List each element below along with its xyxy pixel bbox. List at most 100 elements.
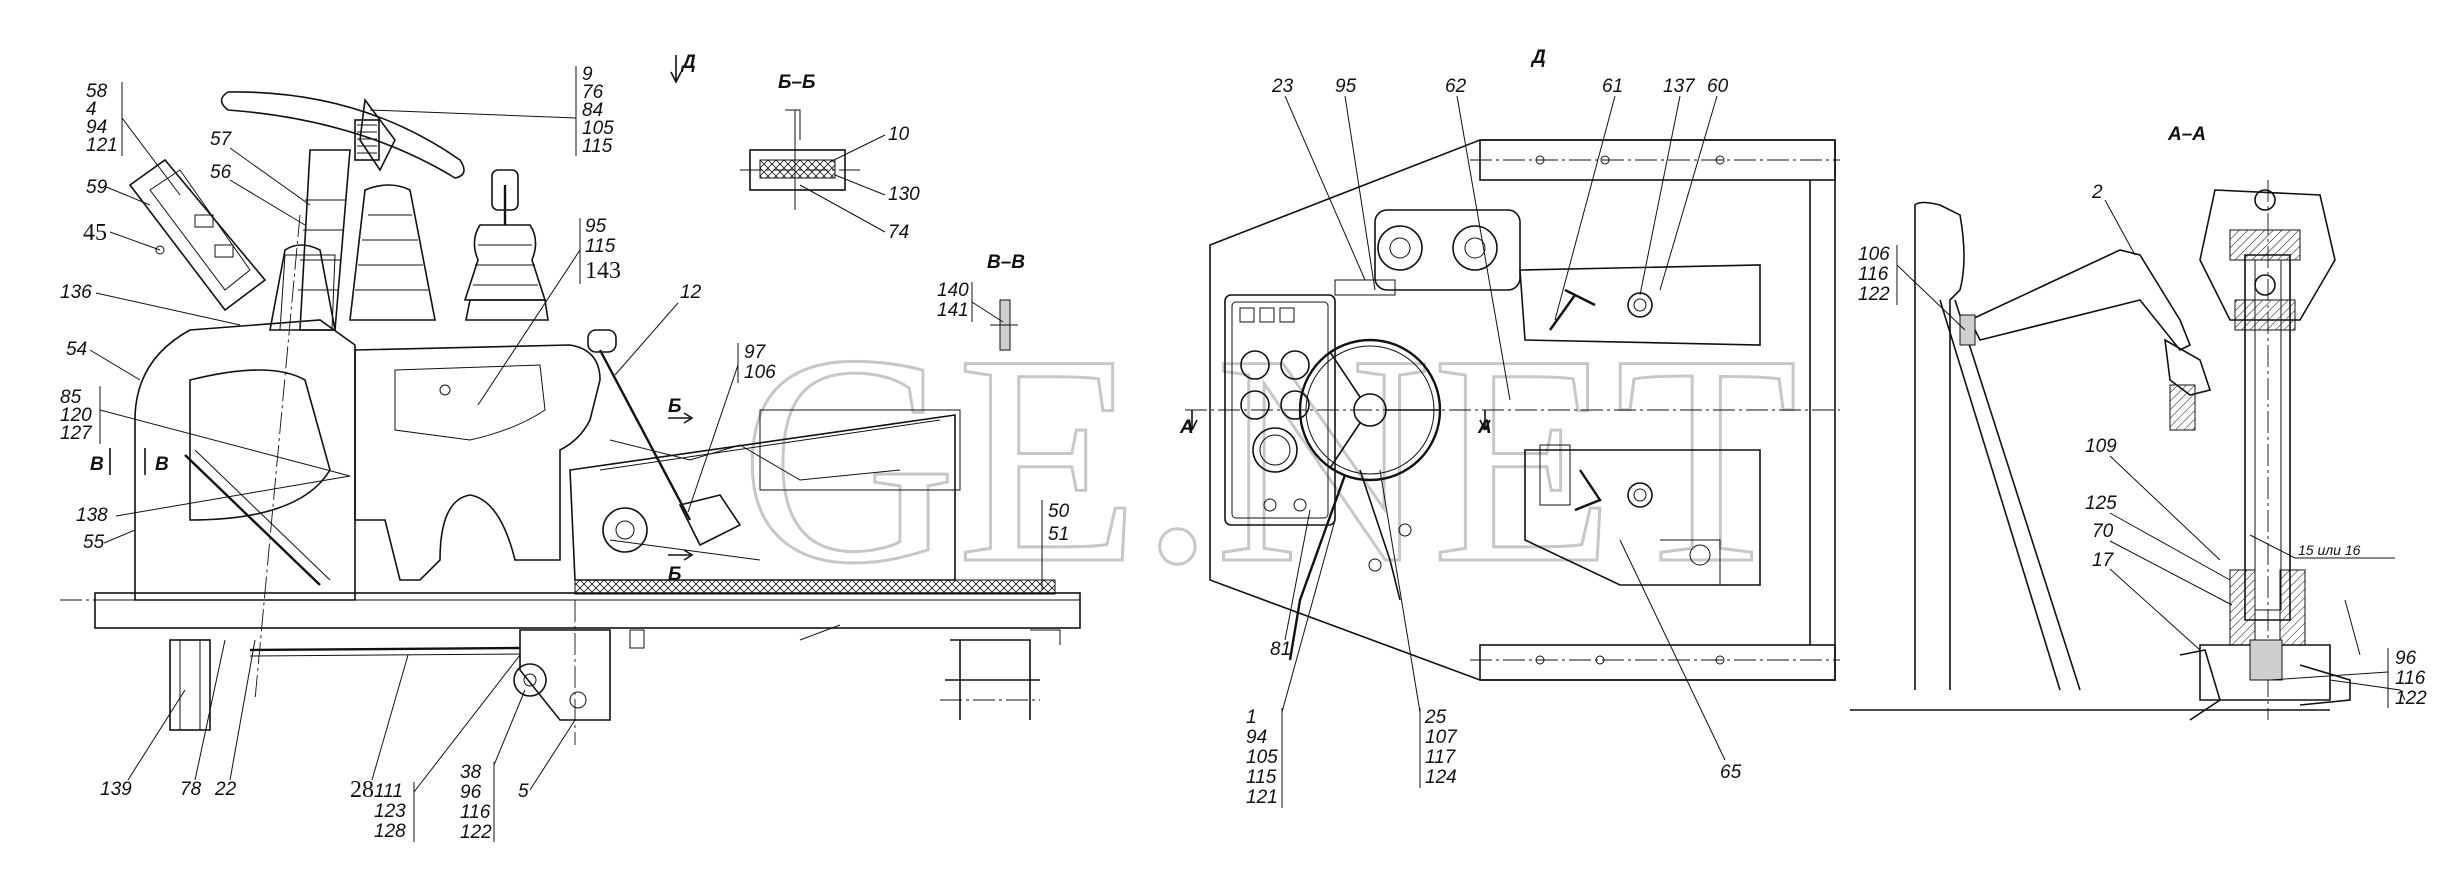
left-view-cab-assembly [60, 91, 1081, 745]
label-116: 116 [460, 802, 491, 823]
callout-97-group: 97 106 [687, 342, 776, 513]
label-65: 65 [1720, 762, 1742, 783]
label-105-mid: 105 [1246, 747, 1278, 768]
label-55: 55 [83, 532, 105, 553]
section-a-a-title: А–А [2167, 124, 2206, 145]
section-a-a [1850, 180, 2406, 721]
section-b-upper-mark: Б [668, 396, 681, 417]
callout-9-group: 9 76 84 105 115 [369, 64, 614, 157]
callout-111-group: 111 123 128 [374, 654, 521, 842]
label-115: 115 [582, 136, 613, 157]
label-136: 136 [60, 282, 92, 303]
label-120: 120 [60, 405, 92, 426]
label-62: 62 [1445, 76, 1467, 97]
section-v-right-mark: В [155, 454, 169, 475]
label-96-right: 96 [2395, 648, 2417, 669]
label-51: 51 [1048, 524, 1069, 545]
label-95: 95 [585, 216, 607, 237]
label-1: 1 [1246, 707, 1257, 728]
label-54: 54 [66, 339, 87, 360]
section-a-right-mark: А [1477, 417, 1492, 438]
view-d-title: Д [1530, 47, 1546, 68]
floor-mat [574, 579, 1056, 595]
label-130: 130 [888, 184, 920, 205]
label-122-right-b: 122 [2395, 688, 2427, 709]
callout-10-group: 10 130 74 [799, 124, 920, 243]
label-4: 4 [86, 99, 97, 120]
label-122-right: 122 [1858, 284, 1890, 305]
label-84: 84 [582, 100, 603, 121]
label-58: 58 [86, 81, 108, 102]
label-28: 28 [350, 777, 374, 803]
label-115-mid: 115 [1246, 767, 1277, 788]
section-b-lower-mark: Б [668, 564, 681, 585]
label-117: 117 [1425, 747, 1457, 768]
label-125: 125 [2085, 493, 2117, 514]
label-116-right-b: 116 [2395, 668, 2426, 689]
callout-25-group: 25 107 117 124 [1379, 469, 1458, 788]
label-60: 60 [1707, 76, 1729, 97]
label-121: 121 [86, 135, 118, 156]
section-d-arrow [670, 55, 682, 84]
label-111: 111 [374, 781, 403, 802]
label-22: 22 [214, 779, 237, 800]
label-45: 45 [83, 220, 107, 246]
label-23: 23 [1271, 76, 1294, 97]
label-12: 12 [680, 282, 702, 303]
note-15-or-16: 15 или 16 [2298, 542, 2361, 558]
label-56: 56 [210, 162, 232, 183]
callout-95-group: 95 115 143 [477, 216, 621, 406]
label-70: 70 [2092, 521, 2114, 542]
label-140: 140 [937, 280, 969, 301]
label-138: 138 [76, 505, 108, 526]
label-137: 137 [1663, 76, 1696, 97]
label-127: 127 [60, 423, 93, 444]
section-v-v-title: В–В [987, 252, 1025, 273]
label-123: 123 [374, 801, 406, 822]
label-116-right: 116 [1858, 264, 1889, 285]
callout-85-group: 85 120 127 [60, 386, 351, 477]
label-106-right: 106 [1858, 244, 1890, 265]
callout-106-group: 106 116 122 [1858, 244, 1966, 331]
label-74: 74 [888, 222, 909, 243]
section-v-left-mark: В [90, 454, 104, 475]
label-121-mid: 121 [1246, 787, 1278, 808]
label-95-mid: 95 [1335, 76, 1357, 97]
callout-50-group: 50 51 [1041, 500, 1070, 590]
label-124: 124 [1425, 767, 1457, 788]
section-b-b-title: Б–Б [778, 72, 815, 93]
view-d-top-view [1185, 139, 1840, 681]
label-105: 105 [582, 118, 614, 139]
label-25: 25 [1424, 707, 1447, 728]
callout-38-group: 38 96 116 122 [460, 689, 526, 843]
label-61: 61 [1602, 76, 1623, 97]
label-143: 143 [585, 258, 621, 284]
label-9: 9 [582, 64, 593, 85]
label-50: 50 [1048, 501, 1070, 522]
label-141: 141 [937, 300, 969, 321]
label-107: 107 [1425, 727, 1458, 748]
label-97: 97 [744, 342, 767, 363]
label-139: 139 [100, 779, 132, 800]
label-59: 59 [86, 177, 108, 198]
label-81: 81 [1270, 639, 1291, 660]
label-38: 38 [460, 762, 482, 783]
label-85: 85 [60, 387, 82, 408]
label-96: 96 [460, 782, 482, 803]
section-a-left-mark: А [1179, 417, 1194, 438]
label-94-mid: 94 [1246, 727, 1267, 748]
label-128: 128 [374, 821, 406, 842]
label-10: 10 [888, 124, 910, 145]
label-17: 17 [2092, 550, 2115, 571]
label-106: 106 [744, 362, 776, 383]
label-122: 122 [460, 822, 492, 843]
callout-1-group: 1 94 105 115 121 [1246, 519, 1336, 808]
label-78: 78 [180, 779, 202, 800]
callout-140-group: 140 141 [937, 280, 1004, 323]
label-76: 76 [582, 82, 604, 103]
label-94: 94 [86, 117, 107, 138]
section-d-arrow-label: Д [680, 52, 696, 73]
label-2: 2 [2091, 182, 2103, 203]
